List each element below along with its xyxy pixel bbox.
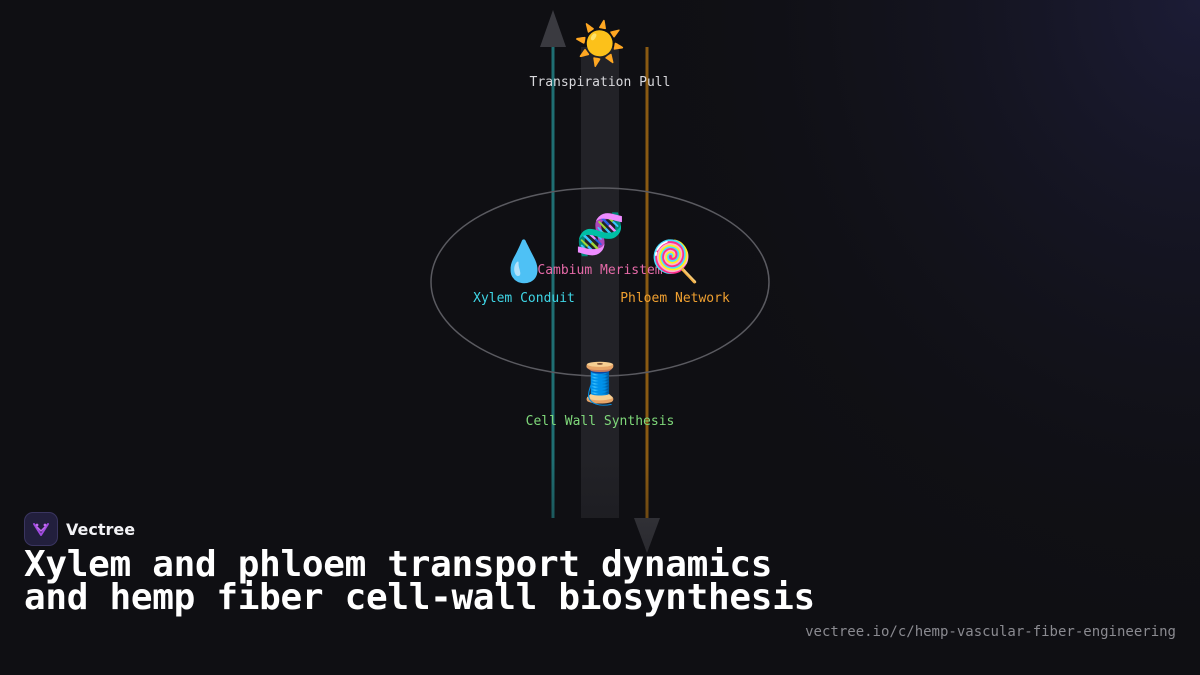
- cellwall-node: 🧵 Cell Wall Synthesis: [526, 360, 675, 429]
- phloem-node: 🍭 Phloem Network: [620, 236, 730, 306]
- sun-node: ☀️ Transpiration Pull: [530, 18, 671, 90]
- page-title: Xylem and phloem transport dynamics and …: [24, 544, 815, 618]
- vectree-logo-icon: [24, 512, 58, 546]
- brand: Vectree: [24, 512, 135, 546]
- vectree-logo-mark: [33, 523, 49, 536]
- sun-icon: ☀️: [574, 18, 626, 69]
- bottom-fade: [0, 460, 1200, 675]
- vascular-ring: [430, 187, 770, 377]
- cellwall-label: Cell Wall Synthesis: [526, 414, 675, 429]
- xylem-label: Xylem Conduit: [473, 291, 575, 306]
- thread-spool-icon: 🧵: [575, 360, 625, 407]
- phloem-label: Phloem Network: [620, 291, 730, 306]
- page-url[interactable]: vectree.io/c/hemp-vascular-fiber-enginee…: [805, 624, 1176, 640]
- water-droplet-icon: 💧: [499, 238, 549, 285]
- brand-name: Vectree: [66, 519, 136, 539]
- cambium-node: 🧬 Cambium Meristem: [537, 210, 662, 278]
- dna-icon: 🧬: [575, 210, 625, 258]
- lollipop-icon: 🍭: [650, 236, 700, 285]
- sun-label: Transpiration Pull: [530, 75, 671, 90]
- xylem-node: 💧 Xylem Conduit: [473, 238, 575, 306]
- cambium-label: Cambium Meristem: [537, 263, 662, 278]
- xylem-up-arrowhead: [540, 10, 566, 47]
- center-column: [581, 47, 619, 518]
